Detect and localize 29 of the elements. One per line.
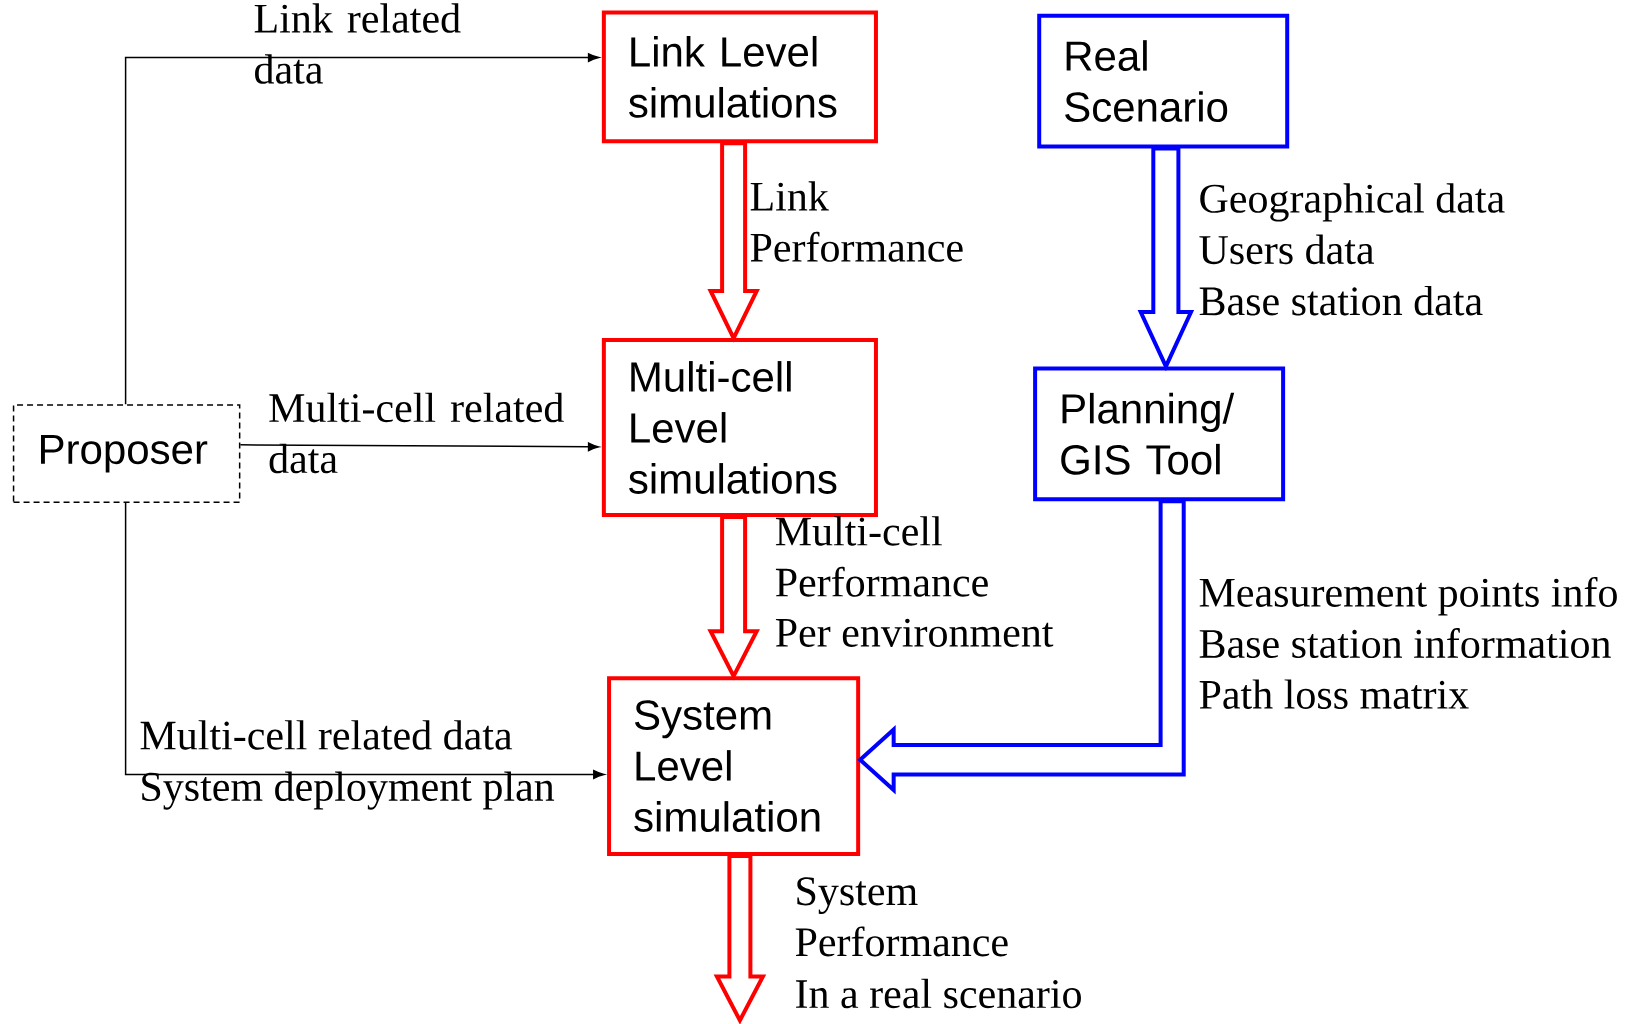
text-label: System deployment plan [142, 771, 555, 810]
block-arrow [707, 514, 760, 681]
block-arrow [707, 141, 760, 343]
text-label: Base station information [1199, 628, 1611, 659]
block-arrow [1137, 146, 1195, 372]
edge-label: Link Performance [750, 181, 963, 262]
edge-label: Multi-cell related data [269, 392, 564, 474]
process-box: Real Scenario [1037, 13, 1290, 149]
arrow [239, 442, 600, 452]
text-label: Path loss matrix [1199, 679, 1469, 709]
arrow [124, 502, 605, 779]
text-label: Per environment [775, 618, 1054, 647]
block-arrow [857, 499, 1186, 795]
edge-label: Measurement points info [1199, 576, 1617, 616]
process-box: Link Level simulations [601, 10, 878, 144]
process-box: System Level simulation [607, 676, 861, 856]
edge-label: Multi-cell Performance [775, 516, 988, 597]
edge-label: Multi-cell related data [140, 720, 513, 750]
text-label: Users data [1199, 234, 1375, 265]
text-label: In a real scenario [796, 978, 1081, 1009]
process-box: Planning/ GIS Tool [1033, 366, 1286, 502]
arrow [124, 53, 600, 406]
edge-label: System Performance [795, 877, 1008, 957]
process-box: Multi-cell Level simulations [601, 338, 878, 517]
edge-label: Geographical data [1200, 183, 1505, 222]
text-label: Base station data [1199, 285, 1483, 316]
block-arrow [713, 854, 767, 1024]
dashed-box: Proposer [12, 404, 241, 504]
edge-label: Link related data [254, 3, 461, 84]
